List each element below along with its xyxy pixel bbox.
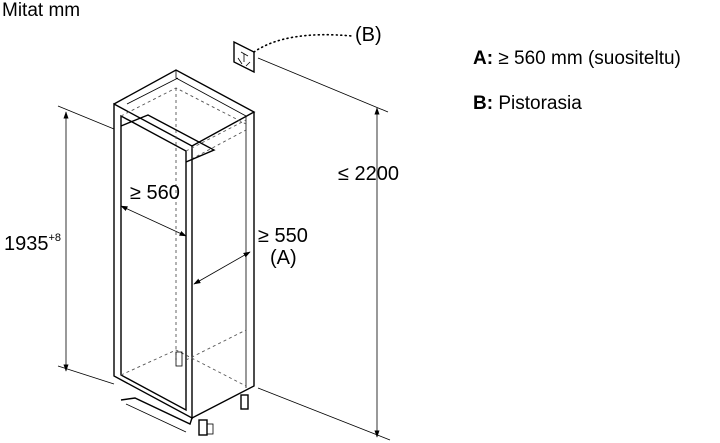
depth-tag-label: (A) bbox=[270, 247, 297, 269]
niche-height-label: 1935+8 bbox=[4, 232, 61, 256]
niche-foot-left bbox=[198, 419, 208, 436]
units-label: Mitat mm bbox=[2, 0, 81, 21]
depth-dimension bbox=[193, 251, 251, 285]
niche-height-value: 1935 bbox=[4, 233, 49, 255]
niche-shelf bbox=[120, 114, 216, 163]
legend-text-b: Pistorasia bbox=[493, 93, 582, 114]
socket-leader-line bbox=[253, 33, 353, 53]
niche-plinth bbox=[120, 397, 193, 425]
niche-front-frame bbox=[113, 102, 193, 420]
depth-label: ≥ 550 bbox=[258, 225, 308, 247]
niche-foot-right bbox=[240, 394, 249, 410]
niche-side-panel bbox=[191, 112, 255, 419]
width-dimension bbox=[120, 205, 187, 237]
legend-item-b: B: Pistorasia bbox=[473, 93, 582, 115]
legend-item-a: A: ≥ 560 mm (suositeltu) bbox=[473, 48, 681, 70]
max-height-label: ≤ 2200 bbox=[338, 163, 400, 185]
max-height-dimension bbox=[257, 57, 391, 441]
legend-key-a: A: bbox=[473, 48, 494, 69]
socket-callout-label: (B) bbox=[355, 24, 382, 46]
power-socket-icon bbox=[233, 40, 255, 74]
cabinet-niche bbox=[113, 69, 256, 436]
niche-height-tolerance: +8 bbox=[48, 232, 62, 244]
legend-text-a: ≥ 560 mm (suositeltu) bbox=[493, 48, 681, 69]
legend-key-b: B: bbox=[473, 93, 494, 114]
niche-height-dimension bbox=[57, 105, 115, 385]
width-label: ≥ 560 bbox=[130, 182, 180, 204]
niche-top-panel bbox=[113, 69, 256, 147]
niche-front-opening bbox=[120, 114, 187, 412]
